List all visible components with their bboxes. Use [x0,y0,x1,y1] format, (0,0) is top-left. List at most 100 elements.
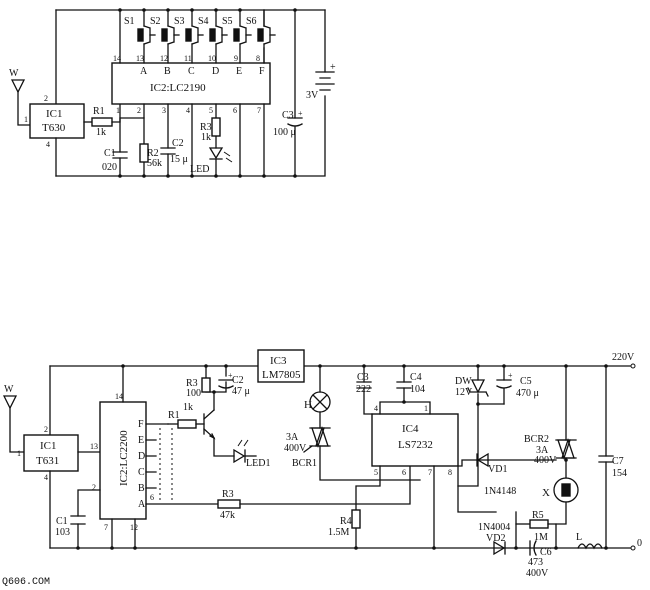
supply-220v: 220V [612,352,635,363]
switch-s1 [137,25,156,45]
motor-x-icon [553,477,579,503]
c6-name: C6 [540,547,552,558]
switch-s2-label: S2 [150,16,161,27]
ic4-pin-7: 7 [428,468,432,477]
bcr2-rating1: 3A [536,445,549,456]
battery-plus: + [330,62,336,73]
ic1-r-pin-2: 2 [44,425,48,434]
ic1-pin-1: 1 [24,115,28,124]
c1-capacitor [112,151,128,159]
ic2-r-pin-7: 7 [104,523,108,532]
r1-r-value: 1k [183,402,193,413]
antenna-icon [10,79,31,126]
switch-s4 [209,25,228,45]
ic4-name: IC4 [402,423,419,435]
ic2-letter-e: E [236,66,242,77]
ic3-name: IC3 [270,355,287,367]
r3b-value: 100 [186,388,201,399]
led1-label: LED1 [246,458,270,469]
c1-value: 020 [102,162,117,173]
ic2-r-pin-14: 14 [115,392,123,401]
c5-plus: + [508,371,513,380]
ic2-pin-5: 5 [209,106,213,115]
bcr1-rating1: 3A [286,432,299,443]
ic4-ls7232 [371,413,459,467]
led-label: LED [190,164,209,175]
ic4-pin-8: 8 [448,468,452,477]
ic2-pin-2: 2 [137,106,141,115]
c1-r-capacitor [70,515,86,525]
ic2-letter-f: F [259,66,265,77]
bcr2-name: BCR2 [524,434,549,445]
r2-resistor [139,143,149,163]
c3-value: 100 μ [273,127,296,138]
c2-value: 15 μ [170,154,188,165]
c3-r-capacitor [356,381,372,389]
ic2-r-letter-f: F [138,419,144,430]
c2-r-name: C2 [232,375,244,386]
r4-name: R4 [340,516,352,527]
transmitter-circuit: W IC1 T630 2 1 4 R1 1k IC2:LC2190 14 13 … [9,8,336,178]
dw-value: 12V [455,387,473,398]
ic1-r-pin-1: 1 [17,449,21,458]
vd2-diode-icon [493,540,506,556]
ic2-pin-12: 12 [160,54,168,63]
switch-s6-label: S6 [246,16,257,27]
ic2-r-pin-6: 6 [150,493,154,502]
vd2-part: 1N4004 [478,522,510,533]
bcr1-rating2: 400V [284,443,307,454]
r1-r-resistor [177,419,197,429]
ic2-pin-4: 4 [186,106,190,115]
c6-value: 473 [528,557,543,568]
ic1-receiver [23,434,79,472]
ic2-r-letter-b: B [138,483,145,494]
c4-r-value: 104 [410,384,425,395]
ic2-transmitter [111,62,271,105]
r2-value: 56k [147,158,162,169]
lamp-label: H [304,399,312,411]
r3-resistor [211,117,221,137]
supply-0: 0 [637,538,642,549]
ic1-r-part: T631 [36,455,59,467]
ic2-r-letter-a: A [138,499,146,510]
ic2-pin-10: 10 [208,54,216,63]
watermark: Q606.COM [2,577,50,588]
r1-value: 1k [96,127,106,138]
r3-value: 1k [201,132,211,143]
c6-capacitor [529,540,537,556]
ic2-r-letter-d: D [138,451,145,462]
bcr1-name: BCR1 [292,458,317,469]
c2-r-plus: + [228,371,233,380]
switch-s5 [233,25,252,45]
switch-s1-label: S1 [124,16,135,27]
ic2-pin-9: 9 [234,54,238,63]
ic2-letter-b: B [164,66,171,77]
ic2-pin-3: 3 [162,106,166,115]
bcr2-rating2: 400V [534,455,557,466]
ic2-pin-7: 7 [257,106,261,115]
ic2-pin-8: 8 [256,54,260,63]
c5-capacitor [496,379,512,389]
zener-dw-icon [467,379,489,397]
antenna-icon [2,395,25,453]
ic2-letter-a: A [140,66,148,77]
switch-s3 [185,25,204,45]
ic1-pin-4: 4 [46,140,50,149]
r3-name: R3 [200,122,212,133]
vd1-name: VD1 [488,464,507,475]
ic2-label: IC2:LC2190 [150,82,206,94]
ic1-part: T630 [42,122,66,134]
ic2-letter-c: C [188,66,195,77]
ic2-pin-13: 13 [136,54,144,63]
ic2-pin-11: 11 [184,54,192,63]
motor-label: X [542,487,550,499]
inductor-icon [577,543,603,550]
c3-capacitor [287,117,303,127]
receiver-circuit: 220V 0 W IC1 T631 2 1 4 13 IC2:LC2200 14… [2,349,642,579]
r5-resistor [529,519,549,529]
r5-name: R5 [532,510,544,521]
vd2-name: VD2 [486,533,505,544]
ic4-pin-6: 6 [402,468,406,477]
c1-name: C1 [104,148,116,159]
c7-value: 154 [612,468,627,479]
